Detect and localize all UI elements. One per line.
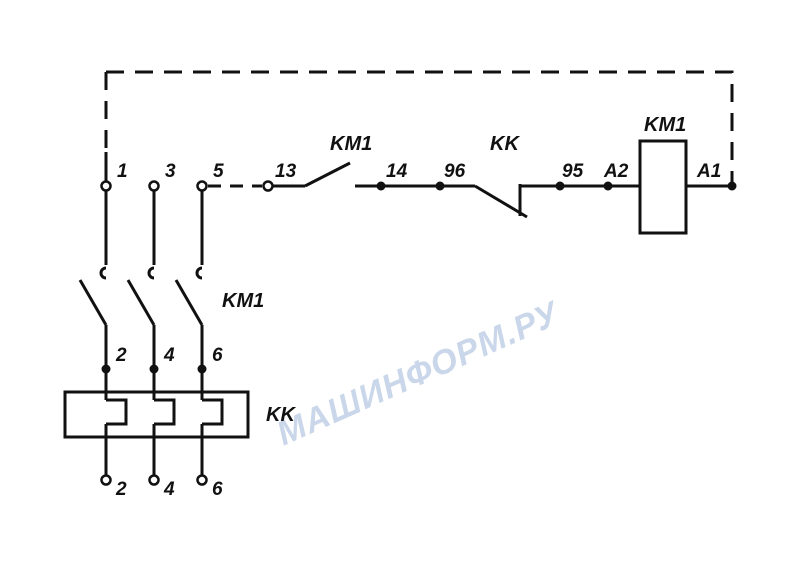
- label-t95: 95: [562, 161, 584, 182]
- node-14: [376, 181, 386, 191]
- blade-1: [78, 279, 108, 326]
- label-a2: A2: [603, 161, 629, 182]
- node-6: [197, 364, 207, 374]
- label-kk-top: KK: [490, 133, 520, 155]
- label-a1: A1: [696, 161, 721, 182]
- node-96: [435, 181, 445, 191]
- kk-contact-blade: [474, 184, 528, 219]
- label-km1-top: KM1: [330, 133, 372, 155]
- label-t4: 4: [163, 345, 175, 366]
- node-2: [101, 364, 111, 374]
- terminal-3: [148, 180, 160, 192]
- label-t2: 2: [115, 345, 127, 366]
- label-km1-coil: KM1: [644, 114, 686, 136]
- hook-5: [195, 266, 203, 280]
- label-t14: 14: [386, 161, 408, 182]
- thermal-relay-box: [63, 390, 250, 439]
- terminal-out-2: [100, 474, 112, 486]
- label-kk-relay: KK: [266, 404, 296, 426]
- heater-3: [202, 398, 224, 426]
- terminal-13: [262, 180, 274, 192]
- dashed-control-loop: [104, 70, 734, 186]
- label-t6: 6: [212, 345, 223, 366]
- blade-5: [174, 279, 204, 326]
- label-b2: 2: [115, 479, 127, 500]
- node-a1: [727, 181, 737, 191]
- label-t1: 1: [117, 161, 128, 182]
- node-a2: [603, 181, 613, 191]
- watermark: МАШИНФОРМ.РУ: [271, 294, 567, 454]
- label-t3: 3: [165, 161, 176, 182]
- coil-km1: [638, 139, 688, 235]
- hook-3: [147, 266, 155, 280]
- label-km1-main: KM1: [222, 290, 264, 312]
- contact-km1-blade: [304, 161, 351, 188]
- hook-1: [99, 266, 107, 280]
- label-b4: 4: [163, 479, 175, 500]
- blade-3: [126, 279, 156, 326]
- heater-2: [154, 398, 176, 426]
- label-t5: 5: [213, 161, 224, 182]
- label-t96: 96: [444, 161, 466, 182]
- terminal-1: [100, 180, 112, 192]
- node-95: [555, 181, 565, 191]
- terminal-5: [196, 180, 208, 192]
- terminal-out-6: [196, 474, 208, 486]
- label-t13: 13: [275, 161, 297, 182]
- label-b6: 6: [212, 479, 223, 500]
- heater-1: [106, 398, 128, 426]
- terminal-out-4: [148, 474, 160, 486]
- node-4: [149, 364, 159, 374]
